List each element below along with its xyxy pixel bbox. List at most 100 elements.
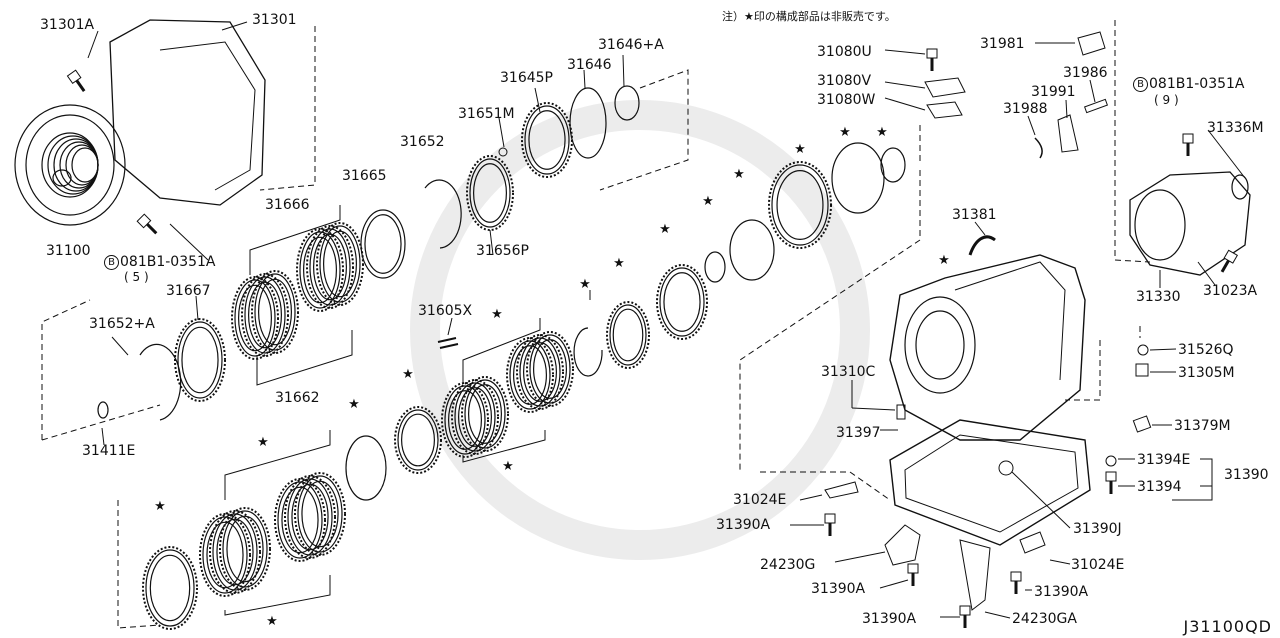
part-label-31023A[interactable]: 31023A: [1203, 283, 1258, 299]
not-sold-star-icon: ★: [402, 367, 414, 382]
leader-line: [984, 611, 1011, 619]
leader-line: [851, 407, 896, 411]
part-label-31411E[interactable]: 31411E: [82, 443, 136, 459]
part-label-31394E[interactable]: 31394E: [1137, 452, 1191, 468]
seal-ring-upper: [831, 142, 885, 214]
part-label-31381[interactable]: 31381: [952, 207, 997, 223]
bolt-31390A-right: [1010, 571, 1022, 594]
extension-seal-31336M: [1231, 174, 1249, 200]
ring-inner: [291, 483, 329, 551]
bolt-31390A: [824, 513, 836, 536]
part-label-31981[interactable]: 31981: [980, 36, 1025, 52]
part-label-31652[interactable]: 31652: [400, 134, 445, 150]
bolt-head: [1223, 249, 1239, 264]
part-label-31646[interactable]: 31646: [567, 57, 612, 73]
part-label-31667[interactable]: 31667: [166, 283, 211, 299]
case-bell-opening: [904, 296, 976, 394]
group-line: [1114, 20, 1151, 263]
ring-teeth: [306, 225, 354, 309]
part-label-31397[interactable]: 31397: [836, 425, 881, 441]
part-label-31080U[interactable]: 31080U: [817, 44, 872, 60]
not-sold-star-icon: ★: [579, 277, 591, 292]
ring-inner: [612, 308, 644, 362]
oring-31526Q: [1137, 344, 1149, 356]
ring-teeth: [768, 161, 832, 249]
part-label-31080W[interactable]: 31080W: [817, 92, 876, 108]
plug-31379M: [1132, 415, 1152, 433]
group-line: [256, 330, 353, 386]
part-label-31662[interactable]: 31662: [275, 390, 320, 406]
leader-line: [834, 551, 886, 563]
part-label-31646A[interactable]: 31646+A: [598, 37, 664, 53]
part-label-31605X[interactable]: 31605X: [418, 303, 473, 319]
part-label-31651M[interactable]: 31651M: [458, 106, 515, 122]
ring-inner: [216, 518, 254, 586]
small-ring: [704, 251, 726, 283]
part-label-31024E-right[interactable]: 31024E: [1071, 557, 1125, 573]
bolt-marker-icon: B: [104, 255, 119, 270]
ring-inner: [281, 486, 319, 554]
not-sold-star-icon: ★: [876, 125, 888, 140]
bolt-head: [824, 513, 836, 524]
ring-outer: [145, 549, 195, 627]
part-label-31656P[interactable]: 31656P: [476, 243, 529, 259]
part-label-31988[interactable]: 31988: [1003, 101, 1048, 117]
extension-flange: [1134, 189, 1186, 261]
bolt-shank: [146, 223, 158, 235]
part-label-24230GA[interactable]: 24230GA: [1012, 611, 1077, 627]
part-label-31080V[interactable]: 31080V: [817, 73, 872, 89]
ring-inner: [512, 345, 547, 405]
bolt-31301A: [66, 69, 86, 92]
part-label-31301A[interactable]: 31301A: [40, 17, 95, 33]
ring-teeth: [526, 331, 574, 407]
ring-inner: [522, 342, 557, 402]
leader-line: [884, 49, 926, 55]
part-label-31100[interactable]: 31100: [46, 243, 91, 259]
part-label-31665[interactable]: 31665: [342, 168, 387, 184]
housing-bell: [159, 41, 256, 191]
part-label-24230G[interactable]: 24230G: [760, 557, 816, 573]
part-label-31330[interactable]: 31330: [1136, 289, 1181, 305]
ring-inner: [528, 110, 566, 170]
ring-inner: [238, 284, 273, 352]
bracket-24230G: [884, 524, 921, 566]
part-label-31310C[interactable]: 31310C: [821, 364, 876, 380]
case-ribs: [954, 261, 1066, 381]
plug-31397: [896, 404, 906, 420]
ring-outer: [529, 334, 571, 404]
part-label-31336M[interactable]: 31336M: [1207, 120, 1264, 136]
plug-31305M: [1135, 363, 1149, 377]
part-label-31991[interactable]: 31991: [1031, 84, 1076, 100]
leader-line: [1065, 99, 1068, 119]
part-label-31986[interactable]: 31986: [1063, 65, 1108, 81]
breather-tube-31381: [968, 235, 996, 256]
part-label-31379M[interactable]: 31379M: [1174, 418, 1231, 434]
leader-line: [884, 81, 926, 89]
converter-housing: [109, 19, 266, 206]
ring-outer: [299, 231, 341, 309]
part-label-31394[interactable]: 31394: [1137, 479, 1182, 495]
part-label-31666[interactable]: 31666: [265, 197, 310, 213]
part-label-31301[interactable]: 31301: [252, 12, 297, 28]
part-label-31645P[interactable]: 31645P: [500, 70, 553, 86]
part-label-31390A-bottom[interactable]: 31390A: [862, 611, 917, 627]
part-label-31526Q[interactable]: 31526Q: [1178, 342, 1234, 358]
part-label-31024E-left[interactable]: 31024E: [733, 492, 787, 508]
part-label-31305M[interactable]: 31305M: [1178, 365, 1235, 381]
leader-line: [498, 117, 505, 148]
leader-line: [87, 30, 99, 59]
part-label-31652A[interactable]: 31652+A: [89, 316, 155, 332]
not-sold-star-icon: ★: [702, 194, 714, 209]
ring-outer: [309, 228, 351, 306]
ring-teeth: [316, 222, 364, 306]
part-label-31390A-left[interactable]: 31390A: [716, 517, 771, 533]
ring-inner: [364, 214, 402, 274]
part-label-31390J[interactable]: 31390J: [1073, 521, 1122, 537]
ring-outer: [609, 304, 647, 366]
part-label-31390A-mid[interactable]: 31390A: [811, 581, 866, 597]
part-label-31390[interactable]: 31390: [1224, 467, 1269, 483]
ring-31411E: [97, 401, 109, 419]
part-label-31390A-right[interactable]: 31390A: [1034, 584, 1089, 600]
